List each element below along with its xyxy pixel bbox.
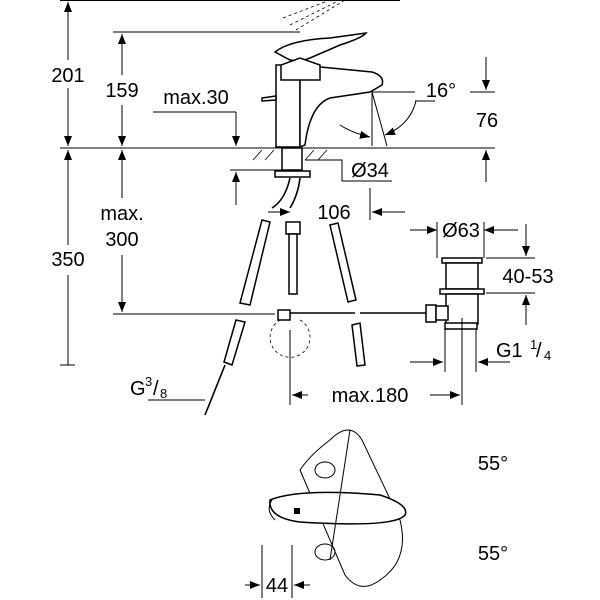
- waste-thread-slash: /: [536, 340, 542, 362]
- supply-hoses: [204, 219, 366, 416]
- label-max-hose-value: 300: [105, 229, 138, 251]
- label-lever-angle-top: 55°: [478, 453, 508, 475]
- label-max-deck-thickness: max.30: [163, 87, 229, 109]
- label-max-pullrod: max.180: [332, 385, 409, 407]
- hose-thread-num: 3: [145, 374, 152, 389]
- label-waste-diameter: Ø63: [442, 220, 480, 242]
- faucet-body: [261, 0, 384, 149]
- waste-thread-num: 1: [530, 337, 537, 352]
- dimension-lines: [64, 2, 535, 598]
- label-max-hose: max.: [100, 203, 143, 225]
- label-total-height: 201: [51, 65, 84, 87]
- pop-up-waste: [290, 257, 485, 330]
- label-spout-clearance: 76: [476, 110, 498, 132]
- reference-lines: [60, 0, 495, 366]
- hose-thread-den: 8: [160, 386, 167, 401]
- label-lever-offset: 44: [266, 575, 288, 597]
- deck-section: [248, 147, 328, 209]
- label-spout-height: 159: [105, 80, 138, 102]
- label-lever-angle-bottom: 55°: [478, 543, 508, 565]
- label-spout-angle: 16°: [426, 80, 456, 102]
- dimension-labels: 201 159 max.30 16° 76 Ø34 106 max. 300 3…: [51, 65, 553, 597]
- waste-thread-main: G1: [496, 340, 523, 362]
- waste-thread-den: 4: [544, 348, 551, 363]
- label-hole-diameter: Ø34: [351, 160, 389, 182]
- plan-view: [268, 429, 407, 587]
- label-waste-thread: G1 1 / 4: [496, 337, 551, 363]
- label-hose-thread: G 3 / 8: [130, 374, 167, 401]
- label-spout-reach: 106: [317, 202, 350, 224]
- hose-thread-main: G: [130, 378, 146, 400]
- label-hose-length: 350: [51, 249, 84, 271]
- label-waste-range: 40-53: [502, 266, 553, 288]
- hose-thread-slash: /: [153, 378, 159, 400]
